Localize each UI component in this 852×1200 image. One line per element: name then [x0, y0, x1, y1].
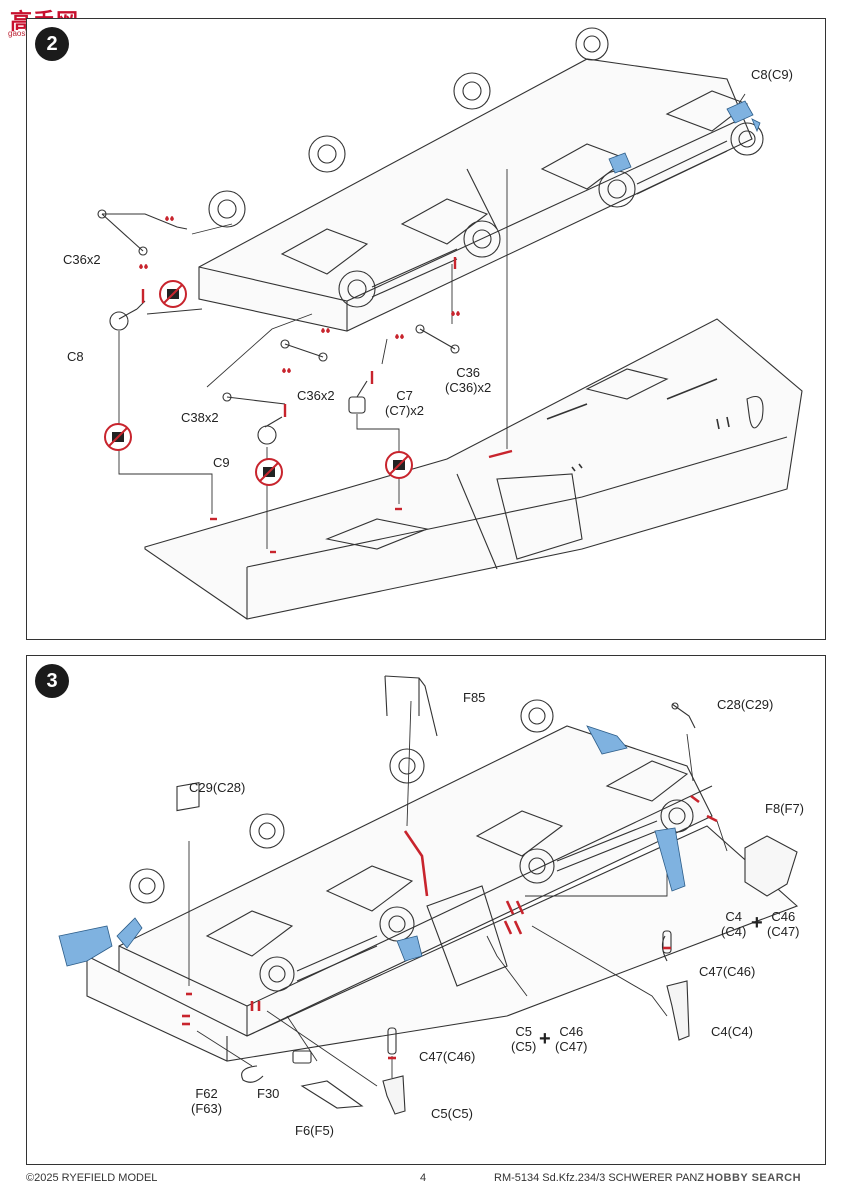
label-c46-b-line2: (C47) [555, 1039, 588, 1054]
part-c9 [257, 416, 283, 445]
label-c8-c9: C8(C9) [751, 67, 793, 82]
blue-parts-c8-c9 [608, 100, 761, 174]
step-3-panel: 3 [26, 655, 826, 1165]
footer-copyright: ©2025 RYEFIELD MODEL [26, 1172, 158, 1184]
label-c5-c5: C5(C5) [431, 1106, 473, 1121]
part-c36-upper [97, 209, 188, 256]
part-c4-c4 [666, 980, 690, 1041]
label-f8-f7: F8(F7) [765, 801, 804, 816]
part-f62-f63 [241, 1065, 264, 1083]
part-c8 [109, 300, 146, 331]
step-2-diagram [97, 27, 803, 620]
label-c9: C9 [213, 455, 230, 470]
label-c47-c46-b: C47(C46) [419, 1049, 476, 1064]
label-c5-line2: (C5) [511, 1039, 537, 1054]
red-attach-markers-step3 [182, 794, 718, 1060]
label-c46-b: C46 (C47) [555, 1024, 588, 1054]
step-2-panel: 2 [26, 18, 826, 640]
label-c4-line2: (C4) [721, 924, 747, 939]
part-c7 [348, 380, 368, 414]
part-c5-c5 [382, 1075, 406, 1115]
label-c36x2-b: C36x2 [297, 388, 335, 403]
label-c46-a-line2: (C47) [767, 924, 800, 939]
footer-product: RM-5134 Sd.Kfz.234/3 SCHWERER PANZERSPAH… [494, 1172, 704, 1184]
label-c47-c46-a: C47(C46) [699, 964, 756, 979]
part-c36-lower-b [415, 324, 460, 354]
part-c36-lower-a [280, 339, 328, 362]
part-f6-f5 [300, 1080, 364, 1109]
label-f62-line1: F62 [195, 1086, 218, 1101]
label-c38x2: C38x2 [181, 410, 219, 425]
label-c46-b-line1: C46 [559, 1024, 584, 1039]
footer-watermark: HOBBY SEARCH [706, 1172, 802, 1184]
label-c5: C5 (C5) [511, 1024, 536, 1054]
part-f85 [384, 675, 438, 737]
part-c47-c46-a [661, 930, 672, 962]
glue-drop-icons [139, 216, 460, 373]
label-c4: C4 (C4) [721, 909, 746, 939]
label-c4-c4: C4(C4) [711, 1024, 753, 1039]
label-c36: C36 (C36)x2 [445, 365, 491, 395]
label-c5-line1: C5 [515, 1024, 532, 1039]
blue-parts-step3 [58, 725, 686, 967]
label-c7-line2: (C7)x2 [385, 403, 425, 418]
part-f30 [292, 1050, 312, 1064]
suspension-arms-upper [208, 27, 764, 308]
step-3-diagram [58, 675, 799, 1115]
label-c36x2-a: C36x2 [63, 252, 101, 267]
label-c4-line1: C4 [725, 909, 742, 924]
label-c46-a-line1: C46 [771, 909, 796, 924]
plus-sign-c4: + [751, 912, 763, 934]
part-c47-c46-b [387, 1027, 397, 1055]
label-c46-a: C46 (C47) [767, 909, 800, 939]
no-glue-icons [104, 280, 413, 486]
red-attach-markers [141, 257, 513, 554]
label-f6-f5: F6(F5) [295, 1123, 334, 1138]
plus-sign-c5: + [539, 1028, 551, 1050]
footer-page-number: 4 [420, 1172, 427, 1184]
step-number-2: 2 [35, 27, 69, 61]
label-f30: F30 [257, 1086, 280, 1101]
label-f62: F62 (F63) [191, 1086, 222, 1116]
label-c7: C7 (C7)x2 [385, 388, 424, 418]
label-c28-c29: C28(C29) [717, 697, 774, 712]
part-f8-f7 [744, 835, 798, 897]
label-c36-line2: (C36)x2 [445, 380, 492, 395]
label-f85: F85 [463, 690, 486, 705]
label-c7-line1: C7 [396, 388, 413, 403]
part-c28-c29 [671, 702, 696, 729]
part-c29-c28 [176, 782, 200, 812]
label-c36-line1: C36 [456, 365, 481, 380]
label-f62-line2: (F63) [191, 1101, 223, 1116]
label-c29-c28: C29(C28) [189, 780, 246, 795]
label-c8: C8 [67, 349, 84, 364]
step-number-3: 3 [35, 664, 69, 698]
part-c38 [222, 392, 286, 405]
